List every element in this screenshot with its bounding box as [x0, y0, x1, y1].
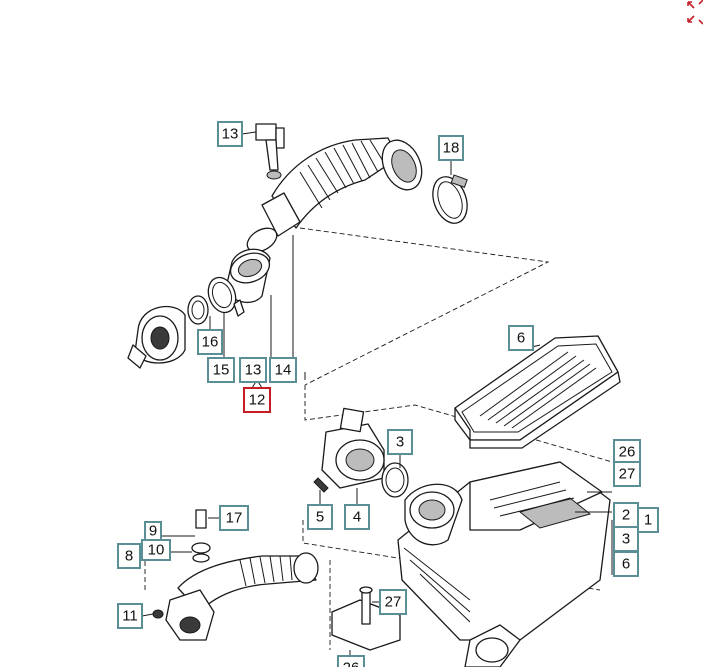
svg-text:10: 10 — [148, 542, 165, 559]
svg-text:16: 16 — [202, 334, 219, 351]
callout-5[interactable]: 5 — [307, 504, 333, 530]
svg-text:13: 13 — [222, 126, 239, 143]
callout-15[interactable]: 15 — [207, 357, 235, 383]
callout-14[interactable]: 14 — [269, 357, 297, 383]
mass-airflow-meter — [313, 407, 409, 505]
svg-text:3: 3 — [396, 434, 404, 451]
callout-12-selected[interactable]: 12 — [243, 387, 271, 413]
air-filter-housing — [397, 461, 613, 667]
svg-text:18: 18 — [443, 140, 460, 157]
callout-26[interactable]: 26 — [613, 439, 641, 465]
svg-text:15: 15 — [213, 362, 230, 379]
svg-text:12: 12 — [249, 392, 266, 409]
callout-1[interactable]: 1 — [637, 507, 659, 533]
callout-13[interactable]: 13 — [217, 121, 243, 147]
callout-17[interactable]: 17 — [219, 505, 249, 531]
callout-9[interactable]: 9 — [144, 521, 162, 541]
svg-text:17: 17 — [226, 510, 243, 527]
svg-text:5: 5 — [316, 509, 324, 526]
svg-text:13: 13 — [245, 362, 262, 379]
svg-text:6: 6 — [517, 330, 525, 347]
callout-4[interactable]: 4 — [344, 504, 370, 530]
callout-10[interactable]: 10 — [141, 539, 171, 561]
svg-text:4: 4 — [353, 509, 361, 526]
callout-3-mid[interactable]: 3 — [387, 429, 413, 455]
callout-6-right[interactable]: 6 — [613, 551, 639, 577]
intake-hose-assembly — [127, 123, 468, 369]
callout-2[interactable]: 2 — [613, 502, 639, 528]
callout-27-lower[interactable]: 27 — [379, 589, 407, 615]
svg-text:2: 2 — [622, 507, 630, 524]
filter-cover — [454, 335, 621, 449]
callout-6-cover[interactable]: 6 — [508, 325, 534, 351]
svg-text:3: 3 — [622, 531, 630, 548]
callout-16[interactable]: 16 — [197, 329, 223, 355]
callout-11[interactable]: 11 — [117, 603, 143, 629]
svg-text:8: 8 — [125, 548, 133, 565]
callout-3-right[interactable]: 3 — [613, 526, 639, 552]
svg-text:26: 26 — [619, 444, 636, 461]
svg-text:1: 1 — [644, 512, 652, 529]
lower-hose-assembly — [141, 509, 319, 641]
callout-13-lower[interactable]: 13 — [239, 357, 267, 383]
svg-text:26: 26 — [343, 660, 360, 667]
svg-text:27: 27 — [619, 466, 636, 483]
svg-text:6: 6 — [622, 556, 630, 573]
svg-text:27: 27 — [385, 594, 402, 611]
expand-arrows-icon[interactable] — [687, 0, 703, 25]
callout-26-lower[interactable]: 26 — [337, 655, 365, 667]
svg-text:9: 9 — [149, 523, 157, 540]
svg-text:11: 11 — [122, 608, 138, 625]
callout-27[interactable]: 27 — [613, 461, 641, 487]
callout-8[interactable]: 8 — [117, 543, 141, 569]
callout-18[interactable]: 18 — [438, 135, 464, 161]
svg-text:14: 14 — [275, 362, 292, 379]
